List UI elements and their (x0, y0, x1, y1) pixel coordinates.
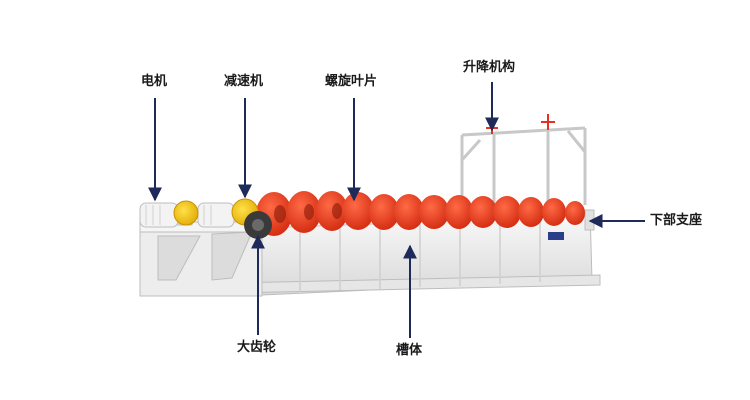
label-tank-body: 槽体 (396, 343, 423, 358)
label-lower-support: 下部支座 (650, 213, 703, 228)
callout-arrows (148, 82, 645, 338)
label-motor: 电机 (141, 74, 168, 89)
drive-stand (139, 221, 263, 297)
big-gear (244, 211, 272, 239)
motor-right (197, 202, 235, 228)
label-reducer: 减速机 (224, 74, 264, 89)
label-lifting-mechanism: 升降机构 (463, 60, 516, 75)
label-big-gear: 大齿轮 (237, 340, 277, 355)
label-spiral-blade: 螺旋叶片 (325, 74, 378, 89)
lifting-frame (460, 126, 587, 205)
spiral-blades (256, 191, 585, 236)
